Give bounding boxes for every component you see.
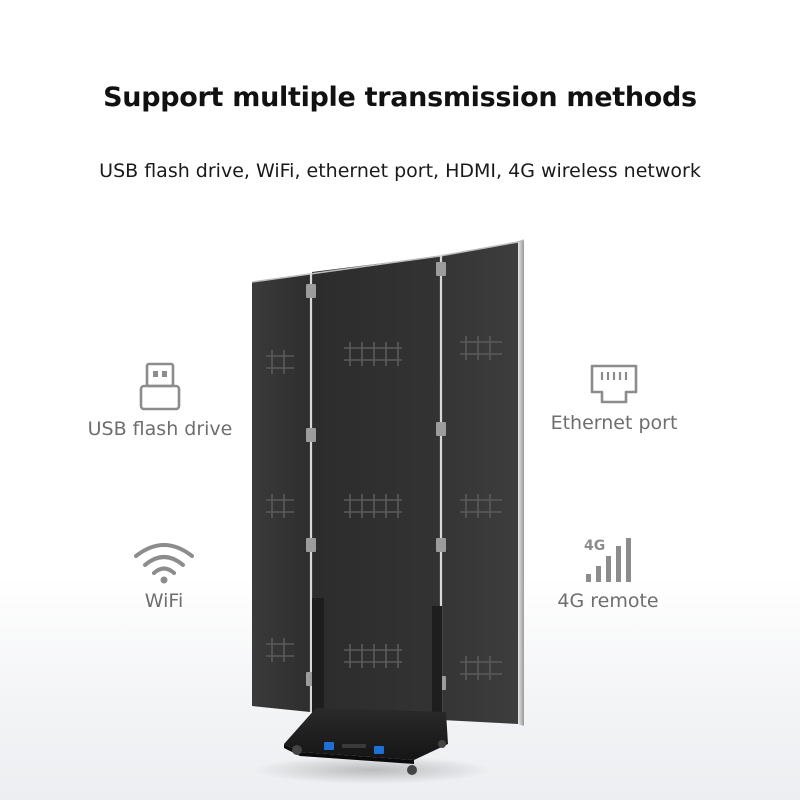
signal-4g-text: 4G (584, 538, 605, 554)
feature-usb-flash-drive: USB flash drive (60, 362, 260, 440)
ethernet-port-icon (590, 364, 638, 404)
page-title: Support multiple transmission methods (103, 82, 697, 113)
left-panel (252, 274, 310, 712)
floor-shadow (252, 756, 492, 784)
ethernet-label: Ethernet port (550, 412, 678, 434)
4g-label: 4G remote (557, 590, 659, 612)
base-port-left (324, 742, 334, 750)
wifi-icon (134, 543, 194, 584)
stand-post-left (312, 598, 324, 714)
wifi-label: WiFi (144, 590, 184, 612)
signal-4g-icon: 4G (584, 538, 631, 582)
middle-panel (312, 256, 440, 720)
stand-post-right (432, 606, 442, 720)
page-subtitle: USB flash drive, WiFi, ethernet port, HD… (99, 160, 701, 182)
right-frame-edge (518, 240, 524, 726)
usb-icon (139, 362, 181, 411)
feature-4g-remote: 4G 4G remote (508, 536, 708, 612)
stand-base (284, 708, 448, 760)
right-panel (442, 242, 518, 724)
usb-label: USB flash drive (87, 418, 233, 440)
feature-ethernet-port: Ethernet port (514, 362, 714, 434)
feature-wifi: WiFi (64, 540, 264, 612)
base-port-right (374, 746, 384, 754)
